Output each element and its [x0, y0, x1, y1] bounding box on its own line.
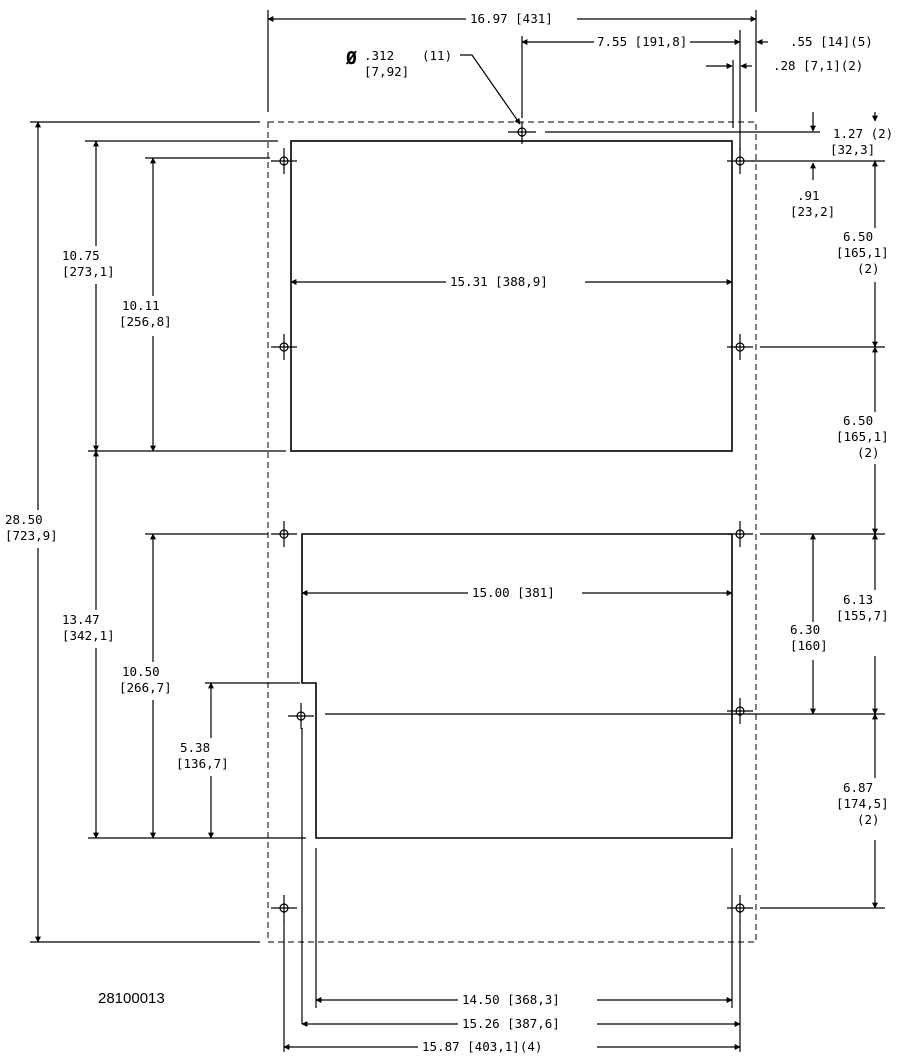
dim-1587: 15.87 [403,1](4) — [422, 1039, 542, 1054]
panel-outline — [267, 121, 757, 943]
dim-2850-2: [723,9] — [5, 528, 58, 543]
hole-diameter-value: .312 — [364, 48, 394, 63]
dim-edge-55: .55 [14](5) — [790, 34, 873, 49]
hole — [288, 703, 314, 729]
dim-1450: 14.50 [368,3] — [462, 992, 560, 1007]
dim-91-a: .91 — [797, 188, 820, 203]
dim-1347-1: 13.47 — [62, 612, 100, 627]
hole — [727, 148, 753, 174]
dim-613-1: 6.13 — [843, 592, 873, 607]
dim-538-2: [136,7] — [176, 756, 229, 771]
dim-2850-1: 28.50 — [5, 512, 43, 527]
dim-overall-width: 16.97 [431] — [470, 11, 553, 26]
hole — [271, 334, 297, 360]
dimension-labels: Ø .312 (11) [7,92] 16.97 [431] 7.55 [191… — [5, 11, 893, 1054]
dim-1011-1: 10.11 — [122, 298, 160, 313]
dim-630-1: 6.30 — [790, 622, 820, 637]
dim-650b-2: [165,1] — [836, 429, 889, 444]
hole — [508, 122, 536, 144]
extension-lines — [30, 10, 885, 1052]
dim-1075-1: 10.75 — [62, 248, 100, 263]
upper-cutout — [290, 140, 733, 452]
dim-edge-28: .28 [7,1](2) — [773, 58, 863, 73]
hole — [271, 895, 297, 921]
dim-91-b: [23,2] — [790, 204, 835, 219]
dim-1011-2: [256,8] — [119, 314, 172, 329]
part-number: 28100013 — [98, 990, 165, 1007]
dim-127-b: [32,3] — [830, 142, 875, 157]
dim-650b-1: 6.50 — [843, 413, 873, 428]
dim-687-3: (2) — [857, 812, 880, 827]
dim-687-1: 6.87 — [843, 780, 873, 795]
dim-650a-3: (2) — [857, 261, 880, 276]
dim-1526: 15.26 [387,6] — [462, 1016, 560, 1031]
mounting-holes — [271, 122, 753, 921]
hole — [271, 521, 297, 547]
dimension-lines — [35, 16, 878, 1050]
hole — [727, 334, 753, 360]
hole-diameter-symbol: Ø — [345, 48, 357, 69]
hole — [727, 698, 753, 724]
dim-1050-2: [266,7] — [119, 680, 172, 695]
dim-650a-2: [165,1] — [836, 245, 889, 260]
dim-upper-width: 15.31 [388,9] — [450, 274, 548, 289]
hole — [727, 895, 753, 921]
dim-1347-2: [342,1] — [62, 628, 115, 643]
dim-687-2: [174,5] — [836, 796, 889, 811]
dim-127-a: 1.27 (2) — [833, 126, 893, 141]
hole — [727, 521, 753, 547]
dim-538-1: 5.38 — [180, 740, 210, 755]
hole — [271, 148, 297, 174]
hole-diameter-metric: [7,92] — [364, 64, 409, 79]
lower-cutout — [301, 533, 733, 839]
dim-1050-1: 10.50 — [122, 664, 160, 679]
dim-613-2: [155,7] — [836, 608, 889, 623]
dim-lower-width: 15.00 [381] — [472, 585, 555, 600]
dim-650a-1: 6.50 — [843, 229, 873, 244]
dim-650b-3: (2) — [857, 445, 880, 460]
hole-qty: (11) — [422, 48, 452, 63]
dim-1075-2: [273,1] — [62, 264, 115, 279]
dim-630-2: [160] — [790, 638, 828, 653]
dim-hole-offset: 7.55 [191,8] — [597, 34, 687, 49]
